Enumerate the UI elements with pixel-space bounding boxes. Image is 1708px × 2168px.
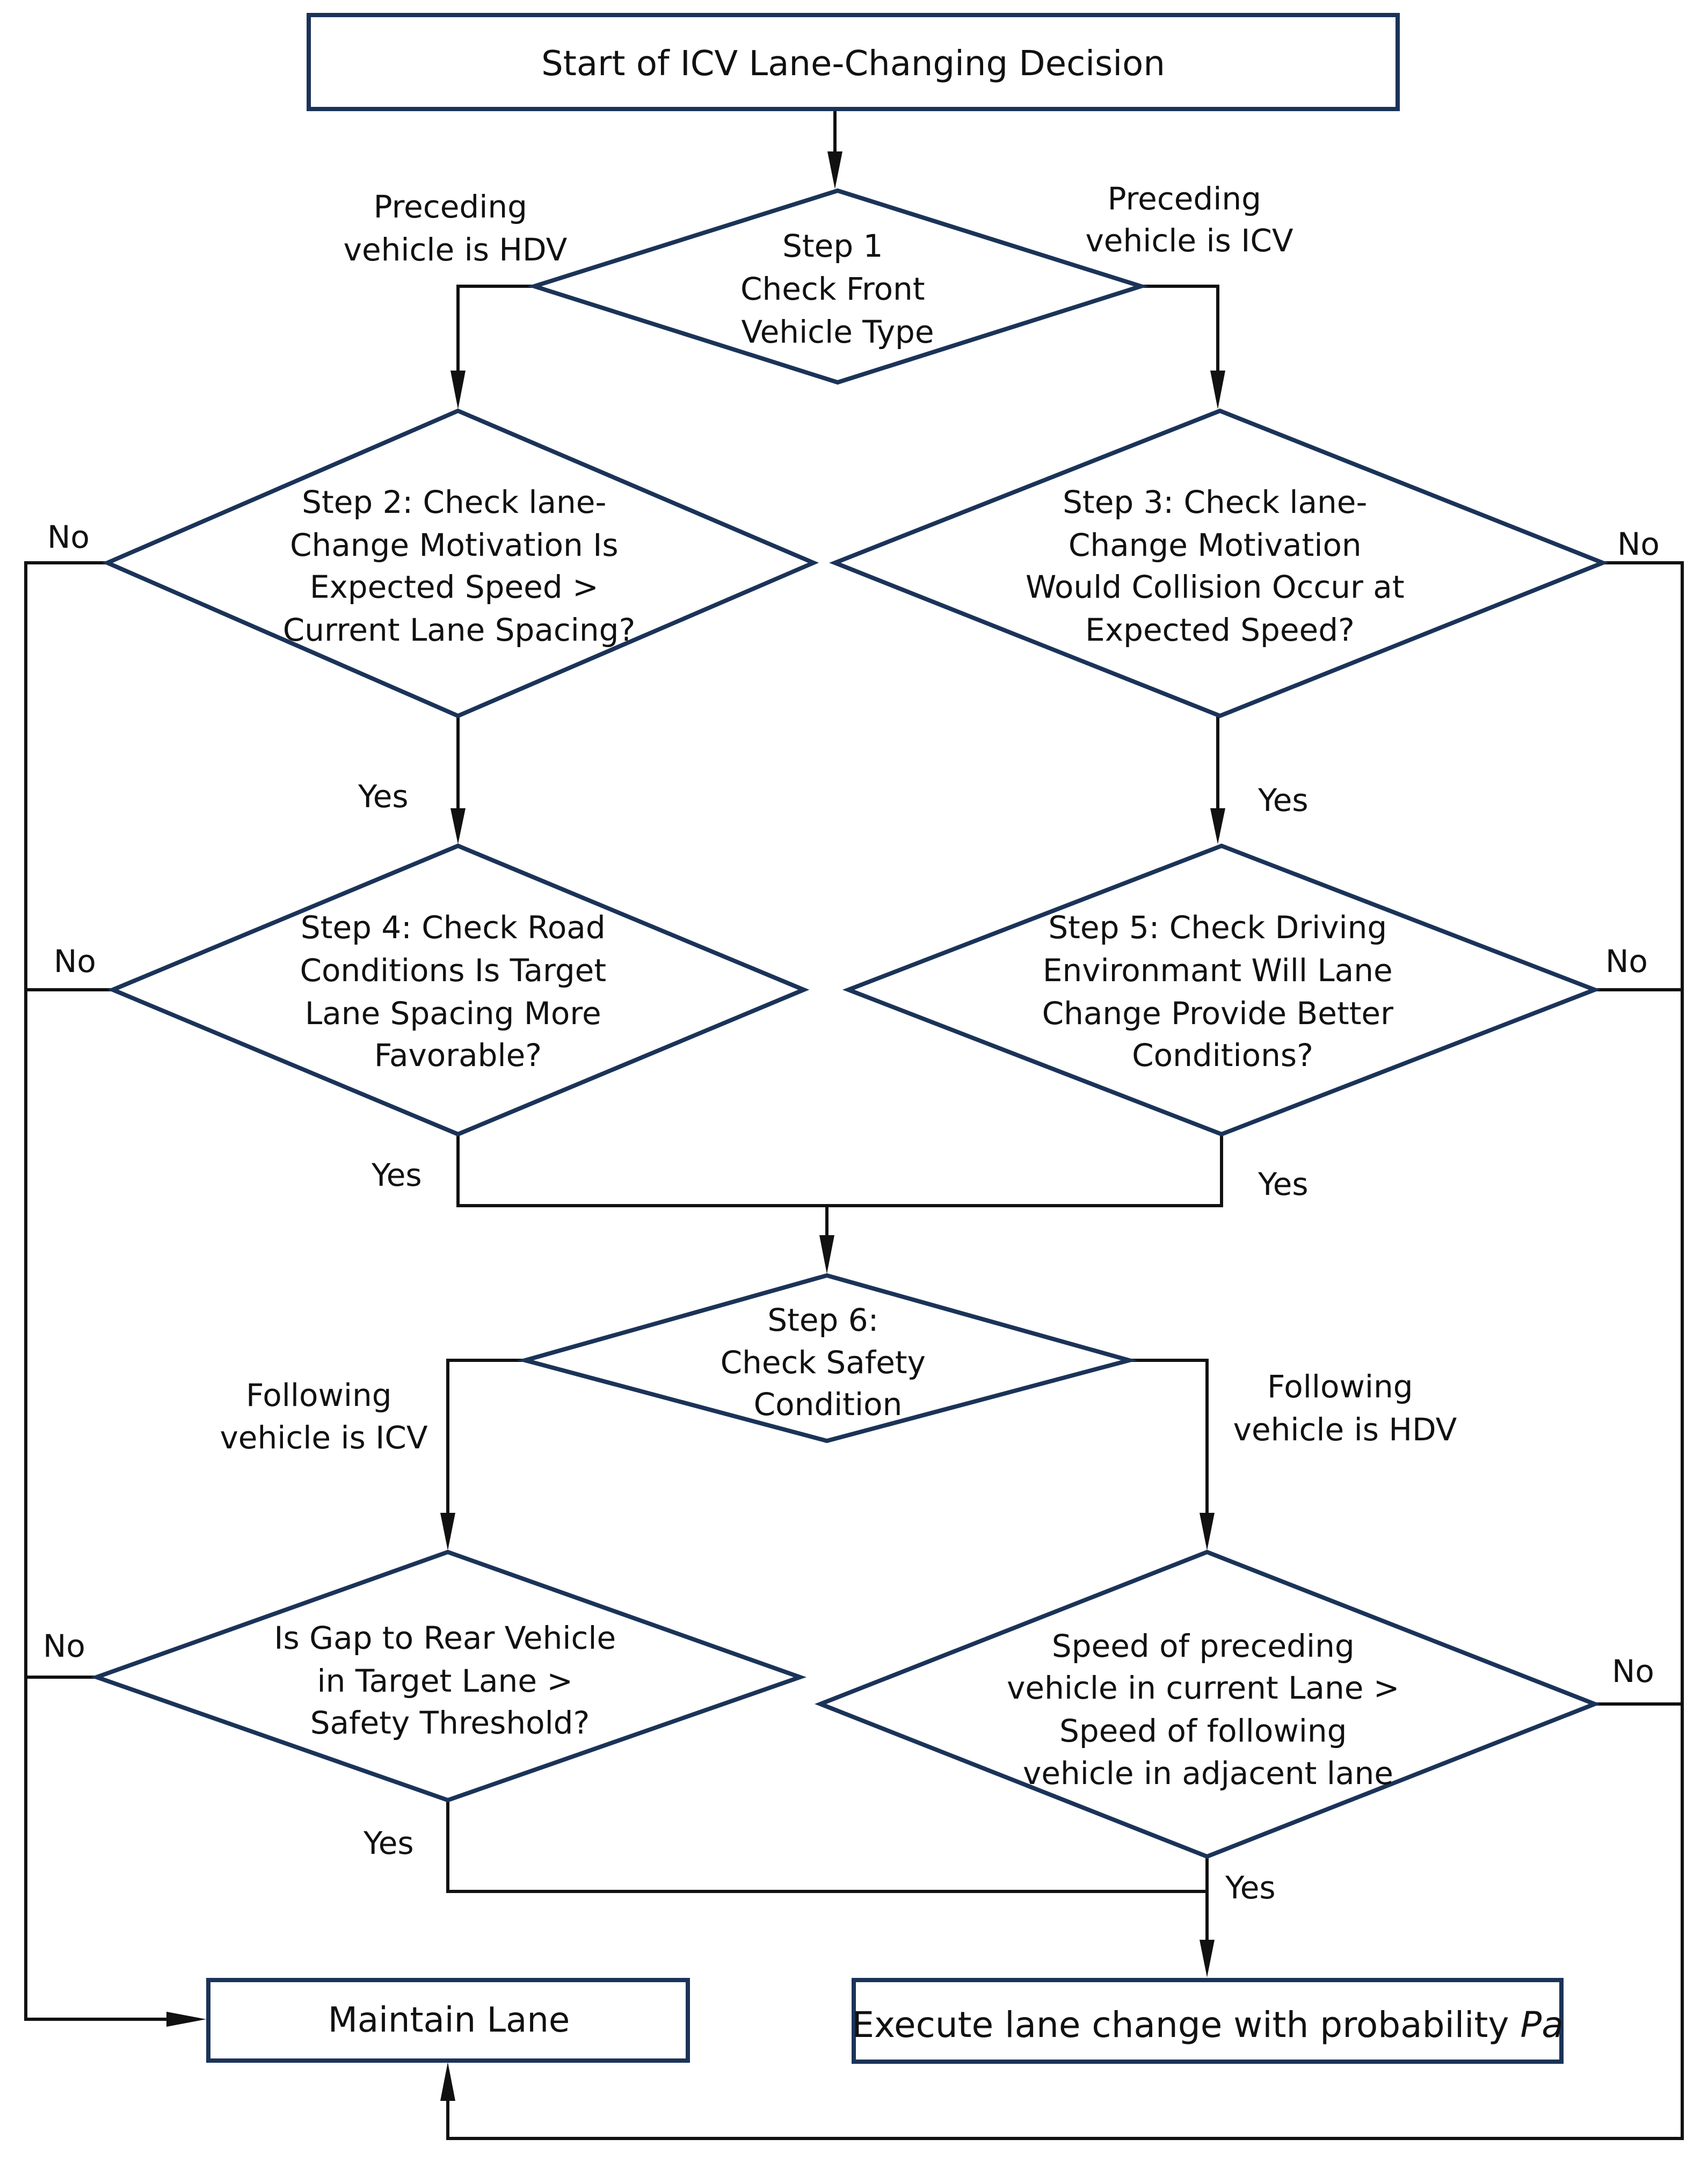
step3-diamond — [829, 408, 1609, 719]
arrowhead-step4 — [450, 808, 466, 844]
label-following-icv: Following vehicle is ICV — [220, 1377, 427, 1456]
connector-step6-speedcheck — [1129, 1359, 1209, 1524]
connector-step6-gapcheck — [446, 1359, 525, 1524]
step3-label: Step 3: Check lane- Change Motivation Wo… — [1026, 484, 1414, 648]
label-step2-no: No — [47, 519, 90, 555]
label-step2-yes: Yes — [358, 778, 409, 815]
connector-left-no-bus — [24, 561, 181, 2021]
label-step3-no: No — [1617, 526, 1660, 562]
branch-labels: Preceding vehicle is HDV Preceding vehic… — [43, 180, 1660, 1906]
connectors — [24, 109, 1684, 2140]
arrowhead-step1 — [827, 151, 842, 189]
probability-symbol: Pa — [1520, 2004, 1563, 2046]
label-gap-yes: Yes — [363, 1825, 414, 1861]
label-step4-yes: Yes — [371, 1157, 422, 1193]
step4-label: Step 4: Check Road Conditions Is Target … — [300, 909, 616, 1074]
label-step5-yes: Yes — [1258, 1166, 1309, 1202]
label-step4-no: No — [54, 943, 96, 980]
label-following-hdv: Following vehicle is HDV — [1233, 1368, 1457, 1448]
step5-diamond — [842, 843, 1601, 1137]
arrowheads — [166, 151, 1225, 2101]
step6-label: Step 6: Check Safety Condition — [721, 1302, 936, 1423]
connector-step1-step3 — [1141, 285, 1219, 382]
label-step3-yes: Yes — [1258, 782, 1309, 818]
arrowhead-step3 — [1210, 371, 1225, 409]
arrowhead-step5 — [1210, 808, 1225, 844]
arrowhead-execute — [1200, 1940, 1215, 1977]
arrowhead-speedcheck — [1200, 1513, 1215, 1550]
connector-step1-step2 — [456, 285, 534, 382]
node-texts: Start of ICV Lane-Changing Decision Step… — [274, 44, 1563, 2046]
speed-check-diamond — [815, 1549, 1601, 1859]
label-step5-no: No — [1605, 943, 1648, 980]
arrowhead-gapcheck — [440, 1513, 455, 1550]
maintain-lane-label: Maintain Lane — [328, 2000, 570, 2040]
arrowhead-step6 — [819, 1235, 834, 1274]
shapes — [90, 13, 1609, 2064]
arrowhead-step2 — [450, 371, 466, 409]
label-preceding-icv: Preceding vehicle is ICV — [1085, 180, 1293, 259]
gap-check-diamond — [90, 1549, 807, 1803]
start-box — [307, 13, 1400, 111]
step6-diamond — [517, 1273, 1138, 1444]
execute-text: Execute lane change with probability — [852, 2004, 1520, 2046]
label-preceding-hdv: Preceding vehicle is HDV — [344, 188, 568, 268]
step2-label: Step 2: Check lane- Change Motivation Is… — [283, 484, 636, 648]
label-speed-yes: Yes — [1225, 1869, 1276, 1906]
arrowhead-maintain-left — [166, 2012, 206, 2027]
step1-label: Step 1 Check Front Vehicle Type — [740, 228, 935, 350]
maintain-lane-box — [206, 1978, 690, 2063]
execute-lane-change-label: Execute lane change with probability Pa — [852, 2004, 1563, 2046]
start-label: Start of ICV Lane-Changing Decision — [541, 44, 1165, 84]
step2-diamond — [101, 408, 819, 719]
label-gap-no: No — [43, 1628, 85, 1664]
step1-diamond — [527, 188, 1149, 385]
execute-lane-change-box — [852, 1978, 1564, 2064]
arrowhead-maintain-bottom — [440, 2062, 455, 2101]
label-speed-no: No — [1612, 1653, 1654, 1690]
speed-check-label: Speed of preceding vehicle in current La… — [1007, 1628, 1409, 1792]
step5-label: Step 5: Check Driving Environmant Will L… — [1042, 909, 1404, 1074]
step4-diamond — [107, 843, 810, 1137]
connector-gap-yes — [446, 1800, 1207, 1893]
connector-right-no-bus — [446, 561, 1684, 2140]
connector-step4-merge — [456, 1134, 1223, 1207]
gap-check-label: Is Gap to Rear Vehicle in Target Lane > … — [274, 1620, 626, 1741]
